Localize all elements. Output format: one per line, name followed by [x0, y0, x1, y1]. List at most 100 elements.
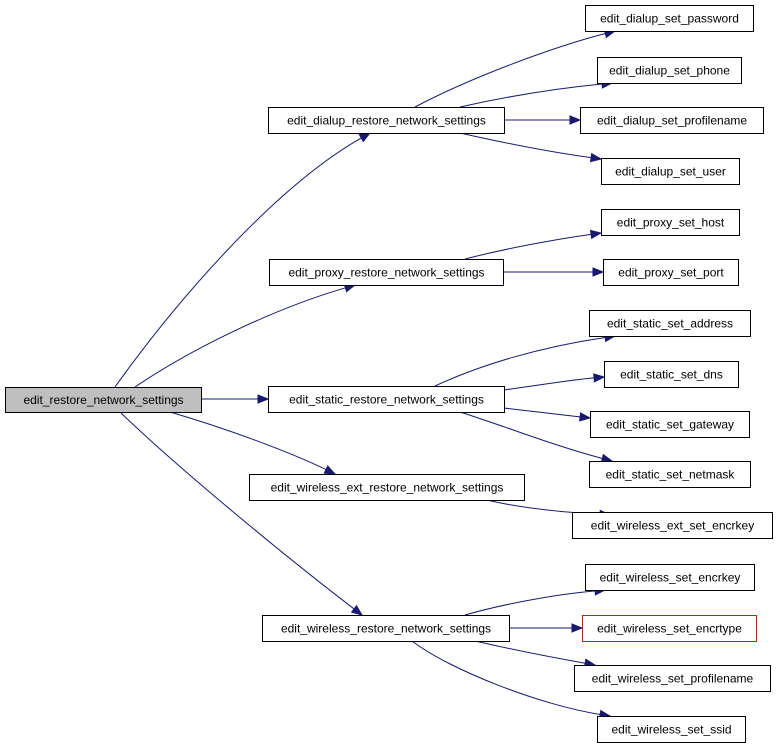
arrowhead — [358, 132, 372, 143]
edge-line — [474, 640, 586, 664]
node-label: edit_proxy_set_port — [618, 266, 724, 280]
arrowhead — [579, 412, 592, 422]
node-root[interactable]: edit_restore_network_settings — [5, 387, 202, 413]
node-label: edit_restore_network_settings — [23, 393, 183, 407]
node-box — [249, 474, 525, 501]
edge-static-restore-to-static-netmask — [459, 411, 614, 463]
node-box — [5, 387, 202, 413]
nodes-layer: edit_restore_network_settings edit_dialup… — [5, 5, 773, 743]
edge-wireless-restore-to-wireless-encrkey — [464, 586, 607, 616]
node-box — [601, 209, 740, 236]
node-box — [574, 665, 771, 692]
node-box — [597, 57, 742, 84]
node-label: edit_wireless_set_encrkey — [600, 571, 741, 585]
edge-line — [434, 336, 606, 387]
arrowhead — [569, 115, 582, 125]
edge-root-to-wext-restore — [169, 411, 337, 475]
edge-root-to-static-restore — [200, 394, 270, 404]
node-box — [572, 512, 773, 539]
node-label: edit_static_set_netmask — [606, 468, 736, 482]
node-label: edit_static_set_address — [607, 317, 733, 331]
node-dialup-restore[interactable]: edit_dialup_restore_network_settings — [268, 107, 505, 134]
edge-dialup-restore-to-dialup-phone — [459, 79, 614, 108]
arrowhead — [350, 604, 364, 616]
edge-proxy-restore-to-proxy-port — [503, 267, 605, 277]
node-box — [580, 107, 764, 134]
node-wireless-encrkey[interactable]: edit_wireless_set_encrkey — [585, 564, 755, 591]
edge-dialup-restore-to-dialup-password — [414, 29, 617, 108]
node-label: edit_dialup_set_profilename — [597, 114, 747, 128]
node-proxy-port[interactable]: edit_proxy_set_port — [603, 259, 739, 286]
node-box — [604, 361, 739, 388]
node-label: edit_dialup_set_user — [615, 165, 726, 179]
edge-static-restore-to-static-dns — [503, 373, 606, 391]
node-dialup-profilename[interactable]: edit_dialup_set_profilename — [580, 107, 764, 134]
edge-line — [119, 411, 355, 610]
arrowhead — [323, 465, 337, 475]
edge-root-to-proxy-restore — [134, 283, 357, 388]
node-wext-encrkey[interactable]: edit_wireless_ext_set_encrkey — [572, 512, 773, 539]
arrowhead — [589, 229, 603, 240]
arrowhead — [592, 267, 605, 277]
node-box — [601, 158, 740, 185]
node-static-dns[interactable]: edit_static_set_dns — [604, 361, 739, 388]
edge-line — [134, 287, 346, 388]
edge-line — [459, 411, 603, 459]
edge-line — [114, 137, 362, 388]
node-static-netmask[interactable]: edit_static_set_netmask — [589, 461, 751, 488]
node-wireless-ssid[interactable]: edit_wireless_set_ssid — [597, 716, 746, 743]
node-label: edit_wireless_ext_restore_network_settin… — [271, 481, 504, 495]
node-proxy-restore[interactable]: edit_proxy_restore_network_settings — [269, 259, 504, 286]
node-label: edit_static_set_gateway — [606, 418, 734, 432]
node-dialup-password[interactable]: edit_dialup_set_password — [585, 5, 754, 32]
node-wireless-restore[interactable]: edit_wireless_restore_network_settings — [262, 615, 510, 642]
node-dialup-user[interactable]: edit_dialup_set_user — [601, 158, 740, 185]
node-box — [268, 386, 505, 413]
node-label: edit_wireless_restore_network_settings — [281, 622, 491, 636]
node-box — [585, 564, 755, 591]
edge-line — [464, 233, 592, 260]
edge-dialup-restore-to-dialup-user — [459, 132, 603, 163]
edge-line — [169, 411, 327, 471]
edge-wireless-restore-to-wireless-encrtype — [509, 623, 584, 633]
node-label: edit_dialup_set_phone — [609, 64, 730, 78]
node-wext-restore[interactable]: edit_wireless_ext_restore_network_settin… — [249, 474, 525, 501]
edge-proxy-restore-to-proxy-host — [464, 229, 603, 260]
node-label: edit_wireless_set_profilename — [592, 672, 754, 686]
node-box — [603, 259, 739, 286]
node-label: edit_wireless_set_encrtype — [597, 622, 742, 636]
node-label: edit_static_restore_network_settings — [289, 393, 484, 407]
arrowhead — [589, 152, 603, 163]
node-wireless-encrtype[interactable]: edit_wireless_set_encrtype — [582, 615, 757, 642]
node-box — [585, 5, 754, 32]
edge-static-restore-to-static-gateway — [503, 407, 592, 422]
edge-line — [414, 33, 606, 108]
node-dialup-phone[interactable]: edit_dialup_set_phone — [597, 57, 742, 84]
node-box — [589, 461, 751, 488]
node-proxy-host[interactable]: edit_proxy_set_host — [601, 209, 740, 236]
node-static-restore[interactable]: edit_static_restore_network_settings — [268, 386, 505, 413]
node-box — [589, 310, 751, 337]
node-box — [597, 716, 746, 743]
node-wireless-profilename[interactable]: edit_wireless_set_profilename — [574, 665, 771, 692]
arrowhead — [571, 623, 584, 633]
edge-line — [503, 377, 595, 391]
node-label: edit_static_set_dns — [620, 368, 723, 382]
node-box — [269, 259, 504, 286]
edge-line — [459, 83, 603, 108]
node-label: edit_dialup_restore_network_settings — [287, 114, 486, 128]
node-static-address[interactable]: edit_static_set_address — [589, 310, 751, 337]
edge-line — [459, 132, 592, 159]
node-box — [590, 411, 750, 438]
edge-dialup-restore-to-dialup-profilename — [504, 115, 582, 125]
node-label: edit_wireless_set_ssid — [611, 723, 731, 737]
edge-line — [464, 590, 596, 616]
node-box — [262, 615, 510, 642]
arrowhead — [257, 394, 270, 404]
edge-wireless-restore-to-wireless-profilename — [474, 640, 597, 668]
edge-line — [411, 640, 601, 715]
edges-layer — [114, 29, 617, 720]
node-box — [582, 615, 757, 642]
node-static-gateway[interactable]: edit_static_set_gateway — [590, 411, 750, 438]
